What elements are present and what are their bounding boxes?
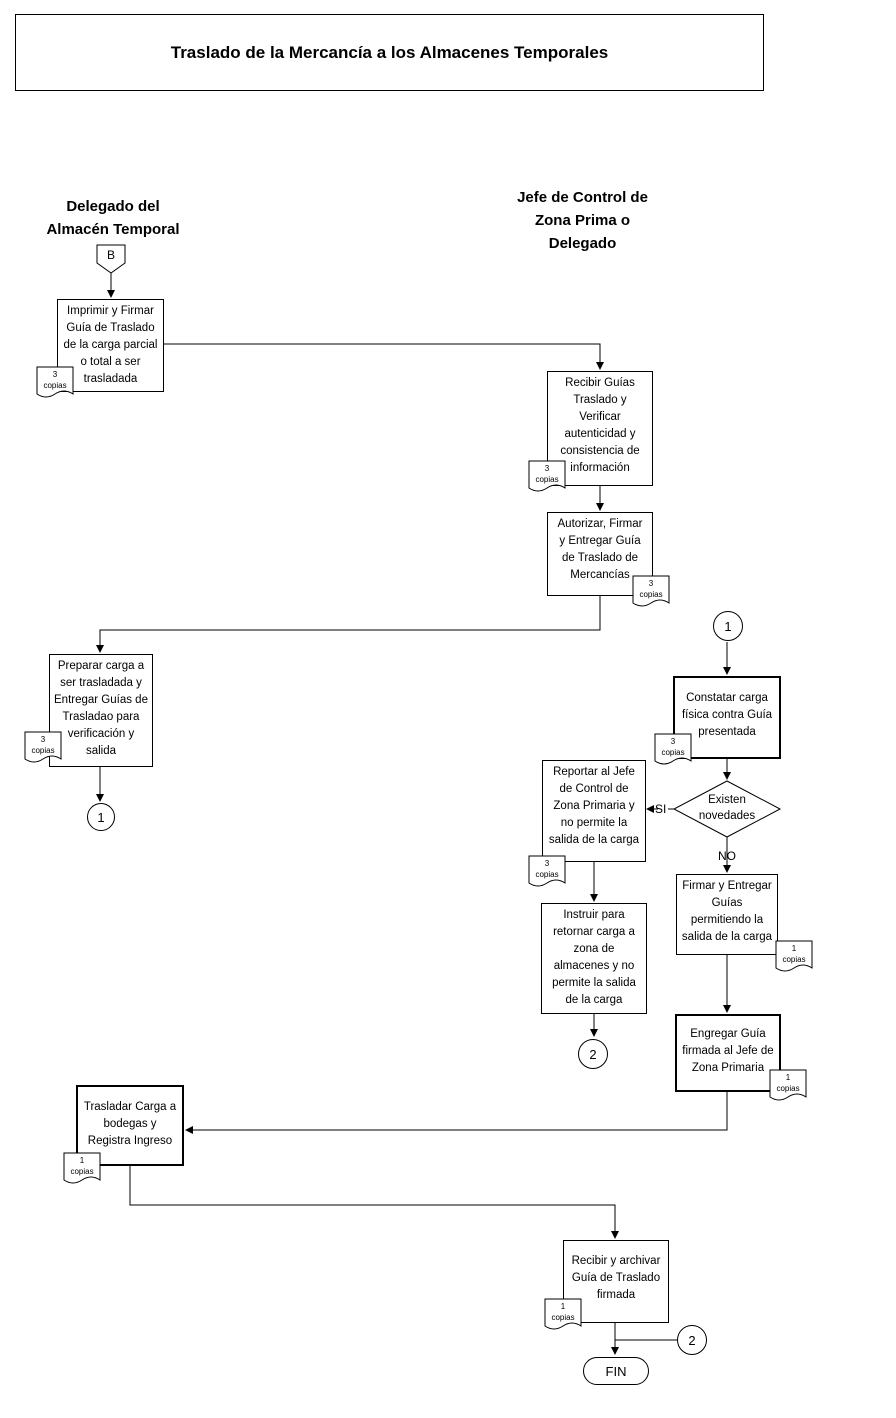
step-engregar-guia-firmada: Engregar Guía firmada al Jefe de Zona Pr… — [675, 1014, 781, 1092]
document-label: copias — [535, 870, 559, 879]
document-count: 3 — [670, 737, 676, 746]
decision-yes-label: SI — [655, 802, 667, 816]
step-imprimir-firmar-guia: Imprimir y Firmar Guía de Traslado de la… — [57, 299, 164, 392]
document-count: 3 — [544, 859, 550, 868]
connector-1-top: 1 — [713, 611, 743, 641]
document-icon-constatar: 3 copias — [654, 733, 692, 768]
document-label: copias — [776, 1084, 800, 1093]
decision-no-label: NO — [718, 849, 736, 863]
document-icon-trasladar: 1 copias — [63, 1152, 101, 1187]
end-terminal: FIN — [583, 1357, 649, 1385]
document-count: 1 — [560, 1302, 566, 1311]
step-constatar-carga: Constatar carga física contra Guía prese… — [673, 676, 781, 759]
document-count: 3 — [544, 464, 550, 473]
offpage-connector-shape — [96, 244, 126, 274]
document-icon-preparar: 3 copias — [24, 731, 62, 766]
connector-2-bottom: 2 — [677, 1325, 707, 1355]
document-icon-reportar: 3 copias — [528, 855, 566, 890]
step-preparar-carga: Preparar carga a ser trasladada y Entreg… — [49, 654, 153, 767]
document-count: 1 — [79, 1156, 85, 1165]
document-label: copias — [639, 590, 663, 599]
arrow-engregar-to-trasladar — [185, 1091, 728, 1134]
document-label: copias — [551, 1313, 575, 1322]
document-count: 1 — [785, 1073, 791, 1082]
arrow-autorizar-to-preparar — [96, 595, 601, 653]
document-icon-recibir: 3 copias — [528, 460, 566, 495]
document-icon-engregar: 1 copias — [769, 1069, 807, 1104]
diagram-title: Traslado de la Mercancía a los Almacenes… — [15, 14, 764, 91]
document-count: 3 — [40, 735, 46, 744]
step-firmar-entregar-guias: Firmar y Entregar Guías permitiendo la s… — [676, 874, 778, 955]
document-icon-archivar: 1 copias — [544, 1298, 582, 1333]
lane-header-delegado: Delegado del Almacén Temporal — [46, 198, 180, 238]
step-reportar-jefe-control: Reportar al Jefe de Control de Zona Prim… — [542, 760, 646, 862]
document-icon-imprimir: 3 copias — [36, 366, 74, 401]
connector-1-bottom: 1 — [87, 803, 115, 831]
connector-2-mid: 2 — [578, 1039, 608, 1069]
arrow-imprimir-to-recibir — [163, 343, 604, 370]
document-label: copias — [70, 1167, 94, 1176]
lane-header-jefe-control: Jefe de Control de Zona Prima o Delegado — [517, 189, 648, 252]
document-count: 1 — [791, 944, 797, 953]
document-label: copias — [535, 475, 559, 484]
document-label: copias — [43, 381, 67, 390]
step-autorizar-firmar-entregar: Autorizar, Firmar y Entregar Guía de Tra… — [547, 512, 653, 596]
document-label: copias — [661, 748, 685, 757]
document-count: 3 — [52, 370, 58, 379]
document-icon-firmar: 1 copias — [775, 940, 813, 975]
document-icon-autorizar: 3 copias — [632, 575, 670, 610]
step-instruir-retornar-carga: Instruir para retornar carga a zona de a… — [541, 903, 647, 1014]
document-label: copias — [31, 746, 55, 755]
arrow-trasladar-to-archivar — [129, 1165, 619, 1239]
document-label: copias — [782, 955, 806, 964]
offpage-connector-b: B — [106, 248, 115, 262]
document-count: 3 — [648, 579, 654, 588]
decision-existen-novedades: Existen novedades — [698, 794, 756, 822]
